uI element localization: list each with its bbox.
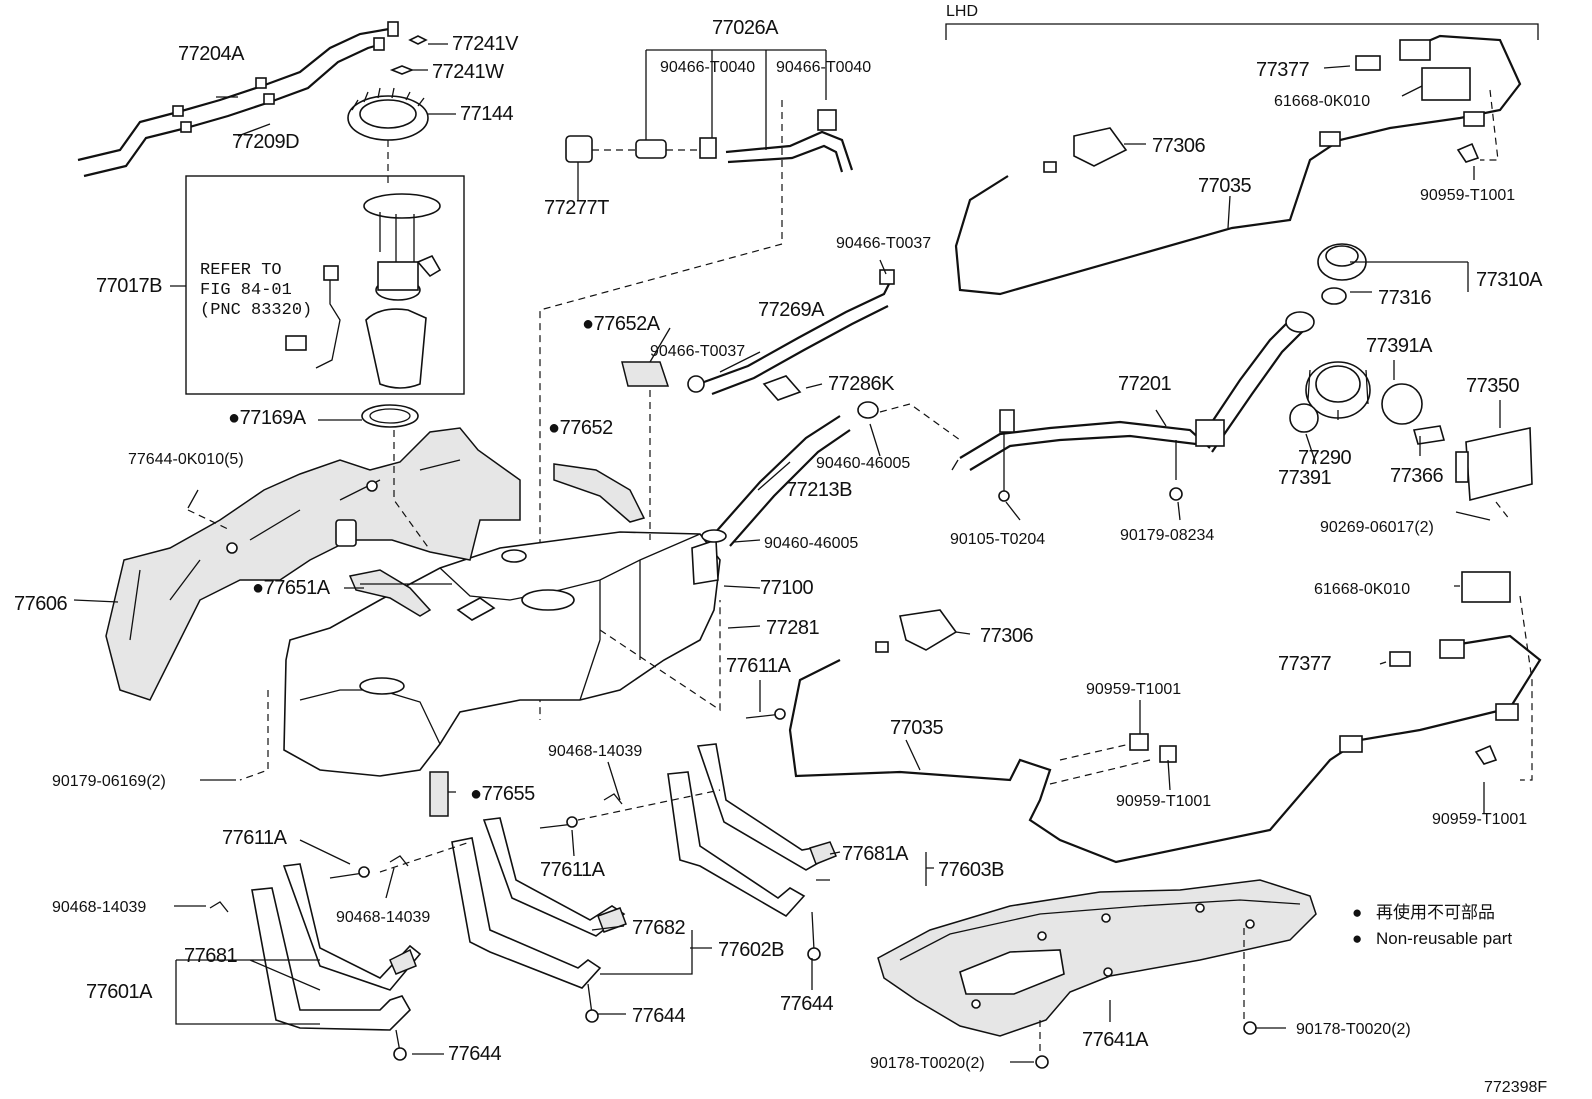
label-77306-a: 77306: [1152, 135, 1205, 157]
note-line-2: FIG 84-01: [200, 281, 292, 300]
label-90468-14039-a: 90468-14039: [548, 743, 642, 760]
label-77652A: ●77652A: [582, 313, 661, 335]
fuel-tank-drawing: [283, 531, 721, 777]
label-61668-0K010-a: 61668-0K010: [1274, 93, 1370, 110]
label-77366: 77366: [1390, 465, 1443, 487]
label-90959-T1001-c: 90959-T1001: [1116, 793, 1211, 810]
label-77644-a: 77644: [780, 993, 833, 1015]
label-77306-b: 77306: [980, 625, 1033, 647]
note-line-1: REFER TO: [200, 261, 282, 280]
leader-lines: [73, 43, 1491, 1063]
label-77241W: 77241W: [432, 61, 504, 83]
label-90466-T0040-a: 90466-T0040: [660, 59, 755, 76]
lhd-label: LHD: [946, 3, 978, 20]
label-90959-T1001-d: 90959-T1001: [1432, 811, 1527, 828]
tank-straps-drawing: [209, 708, 837, 1061]
label-77144: 77144: [460, 103, 513, 125]
label-77606: 77606: [14, 593, 67, 615]
label-77644-0K010: 77644-0K010(5): [128, 451, 244, 468]
filler-hose-drawing: [687, 269, 961, 547]
label-77241V: 77241V: [452, 33, 519, 55]
label-77655: ●77655: [470, 783, 535, 805]
label-77209D: 77209D: [232, 131, 299, 153]
part-labels: 77204A 77241V 77241W 77144 77209D 77017B…: [14, 3, 1544, 1072]
label-90269-06017: 90269-06017(2): [1320, 519, 1434, 536]
under-protector-drawing: [877, 879, 1317, 1069]
legend-bullet-1: ●: [1352, 903, 1362, 922]
label-77602B: 77602B: [718, 939, 784, 961]
label-90179-08234: 90179-08234: [1120, 527, 1214, 544]
label-90460-46005-a: 90460-46005: [816, 455, 910, 472]
label-77204A: 77204A: [178, 43, 245, 65]
breather-tube-drawing: [77, 21, 428, 178]
label-77201: 77201: [1118, 373, 1171, 395]
label-77611A-c: 77611A: [540, 859, 606, 881]
label-77601A: 77601A: [86, 981, 153, 1003]
label-90468-14039-b: 90468-14039: [52, 899, 146, 916]
label-90466-T0040-b: 90466-T0040: [776, 59, 871, 76]
legend-english: Non-reusable part: [1376, 929, 1512, 948]
label-77644-b: 77644: [632, 1005, 685, 1027]
fuel-pump-assembly-box: [185, 175, 465, 395]
label-77100: 77100: [760, 577, 813, 599]
label-77213B: 77213B: [786, 479, 852, 501]
label-77377-a: 77377: [1256, 59, 1309, 81]
label-77603B: 77603B: [938, 859, 1004, 881]
label-77681A: 77681A: [842, 843, 909, 865]
label-90178-T0020-a: 90178-T0020(2): [1296, 1021, 1411, 1038]
label-77682: 77682: [632, 917, 685, 939]
label-77017B: 77017B: [96, 275, 162, 297]
legend-japanese: 再使用不可部品: [1376, 902, 1495, 922]
tank-gasket-drawing: [361, 404, 431, 551]
label-90468-14039-c: 90468-14039: [336, 909, 430, 926]
label-77641A: 77641A: [1082, 1029, 1149, 1051]
label-77611A-a: 77611A: [726, 655, 792, 677]
label-77377-b: 77377: [1278, 653, 1331, 675]
label-90959-T1001-b: 90959-T1001: [1086, 681, 1181, 698]
label-77310A: 77310A: [1476, 269, 1543, 291]
label-90959-T1001-a: 90959-T1001: [1420, 187, 1515, 204]
lhd-bracket: [945, 23, 1539, 40]
label-77281: 77281: [766, 617, 819, 639]
label-77644-c: 77644: [448, 1043, 501, 1065]
label-90466-T0037-b: 90466-T0037: [650, 343, 745, 360]
label-90460-46005-b: 90460-46005: [764, 535, 858, 552]
legend: ● 再使用不可部品 ● Non-reusable part: [1352, 902, 1512, 948]
fuel-cap-drawing: [1317, 243, 1367, 305]
fuel-lid-cable-lower: [788, 571, 1542, 864]
label-77681: 77681: [184, 945, 237, 967]
label-77169A: ●77169A: [228, 407, 307, 429]
label-77026A: 77026A: [712, 17, 779, 39]
label-77316: 77316: [1378, 287, 1431, 309]
label-90178-T0020-b: 90178-T0020(2): [870, 1055, 985, 1072]
label-90179-06169: 90179-06169(2): [52, 773, 166, 790]
label-90466-T0037-a: 90466-T0037: [836, 235, 931, 252]
drawing-number: 772398F: [1484, 1079, 1547, 1096]
label-61668-0K010-b: 61668-0K010: [1314, 581, 1410, 598]
fuel-lid-cable-upper: [954, 34, 1522, 296]
filler-box-drawing: [1289, 361, 1533, 521]
label-77652: ●77652: [548, 417, 613, 439]
label-77350: 77350: [1466, 375, 1519, 397]
label-77035-b: 77035: [890, 717, 943, 739]
label-77286K: 77286K: [828, 373, 895, 395]
note-line-3: (PNC 83320): [200, 301, 312, 320]
tank-pad-drawing: [187, 361, 721, 817]
tank-protector-drawing: [105, 427, 521, 701]
vent-valve-drawing: [539, 49, 854, 720]
retainer-ring-drawing: [347, 87, 429, 188]
filler-pipe-drawing: [951, 311, 1315, 502]
label-77391: 77391: [1278, 467, 1331, 489]
label-77391A: 77391A: [1366, 335, 1433, 357]
label-77651A: ●77651A: [252, 577, 331, 599]
label-77611A-b: 77611A: [222, 827, 288, 849]
label-90105-T0204: 90105-T0204: [950, 531, 1045, 548]
legend-bullet-2: ●: [1352, 929, 1362, 948]
label-77035-a: 77035: [1198, 175, 1251, 197]
label-77290: 77290: [1298, 447, 1351, 469]
label-77269A: 77269A: [758, 299, 825, 321]
label-77277T: 77277T: [544, 197, 609, 219]
